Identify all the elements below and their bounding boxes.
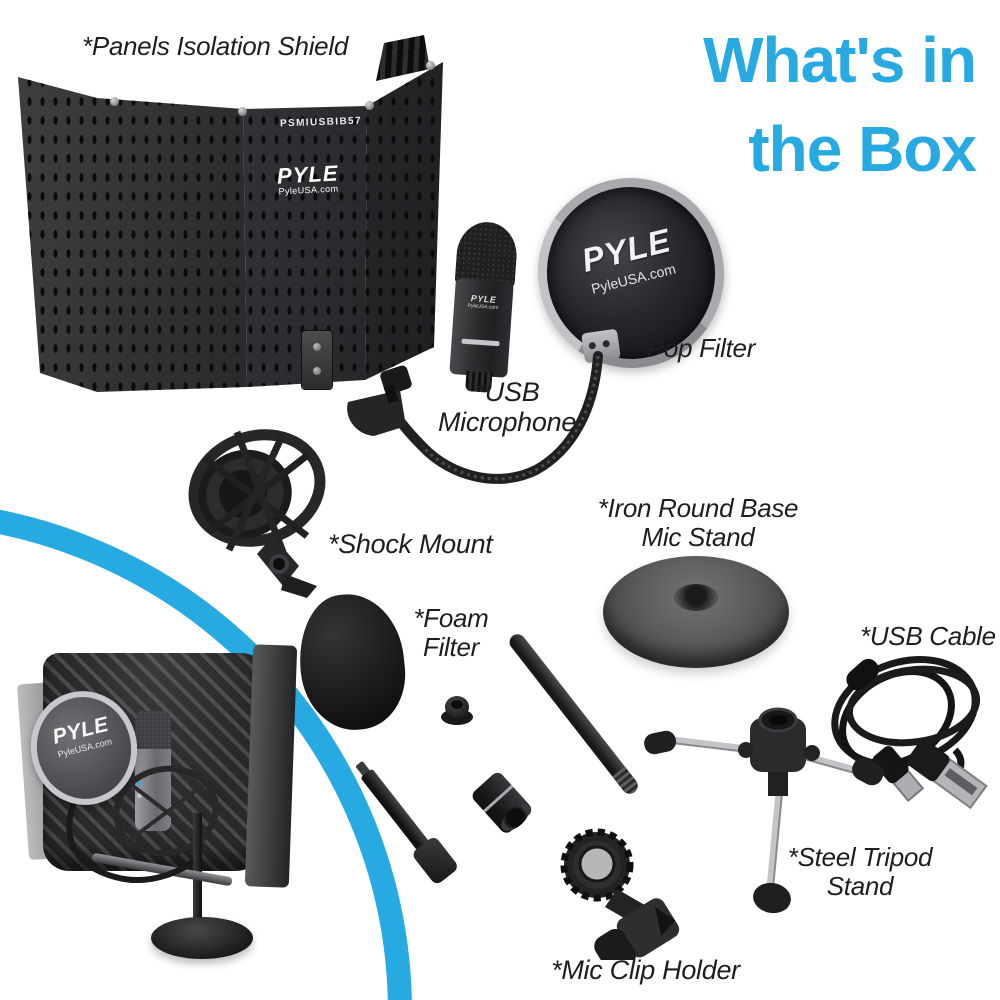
setup-gooseneck xyxy=(66,790,194,883)
isolation-shield-photo: PSMIUSBIB57 PYLE PyleUSA.com xyxy=(10,35,455,403)
title-line2: the Box xyxy=(748,113,977,185)
usb-cable-photo xyxy=(831,655,988,810)
iron-round-base-photo xyxy=(603,556,789,668)
label-shock-mount: *Shock Mount xyxy=(328,529,493,559)
setup-shock-mount xyxy=(113,765,219,857)
label-usb-cable: *USB Cable xyxy=(860,621,996,651)
mic-body: PYLE PyleUSA.com xyxy=(449,278,514,378)
label-iron-base: *Iron Round Base Mic Stand xyxy=(597,493,799,552)
setup-round-base xyxy=(151,917,253,959)
pop-filter-gooseneck xyxy=(347,351,603,484)
adapter-nut-photo xyxy=(441,694,473,727)
shock-mount-photo xyxy=(188,429,326,598)
label-isolation-shield: *Panels Isolation Shield xyxy=(82,31,348,61)
title-line1: What's in xyxy=(703,24,977,96)
base-center-hole xyxy=(674,584,718,611)
screw-icon xyxy=(238,107,247,116)
tripod-stand-photo xyxy=(644,707,884,914)
shield-mount-bracket xyxy=(302,331,332,389)
shield-brand-logo: PYLE PyleUSA.com xyxy=(259,160,356,198)
setup-microphone xyxy=(135,711,171,831)
setup-pop-brand: PYLE PyleUSA.com xyxy=(32,708,131,764)
screw-icon xyxy=(426,61,435,70)
setup-shield-right-wing xyxy=(244,644,298,888)
pop-filter-brand: PYLE PyleUSA.com xyxy=(540,212,717,307)
assembled-setup-photo: PYLE PyleUSA.com xyxy=(15,644,310,980)
mic-accent-slot xyxy=(461,338,500,347)
label-foam-filter: *Foam Filter xyxy=(413,603,489,662)
mic-clip-holder-photo xyxy=(560,828,680,960)
mic-brand-logo: PYLE PyleUSA.com xyxy=(454,292,513,312)
screw-icon xyxy=(365,101,374,110)
usb-microphone-photo: PYLE PyleUSA.com xyxy=(446,220,520,394)
label-mic-clip: *Mic Clip Holder xyxy=(551,955,740,985)
screw-icon xyxy=(110,97,119,106)
shield-right-wing xyxy=(365,62,443,380)
shield-left-center-panel xyxy=(97,98,247,392)
page-title: What's in the Box xyxy=(703,16,977,194)
label-pop-filter: *Pop Filter xyxy=(637,333,756,363)
label-tripod-stand: *Steel Tripod Stand xyxy=(787,842,933,901)
label-usb-microphone: *USB Microphone xyxy=(437,377,577,437)
